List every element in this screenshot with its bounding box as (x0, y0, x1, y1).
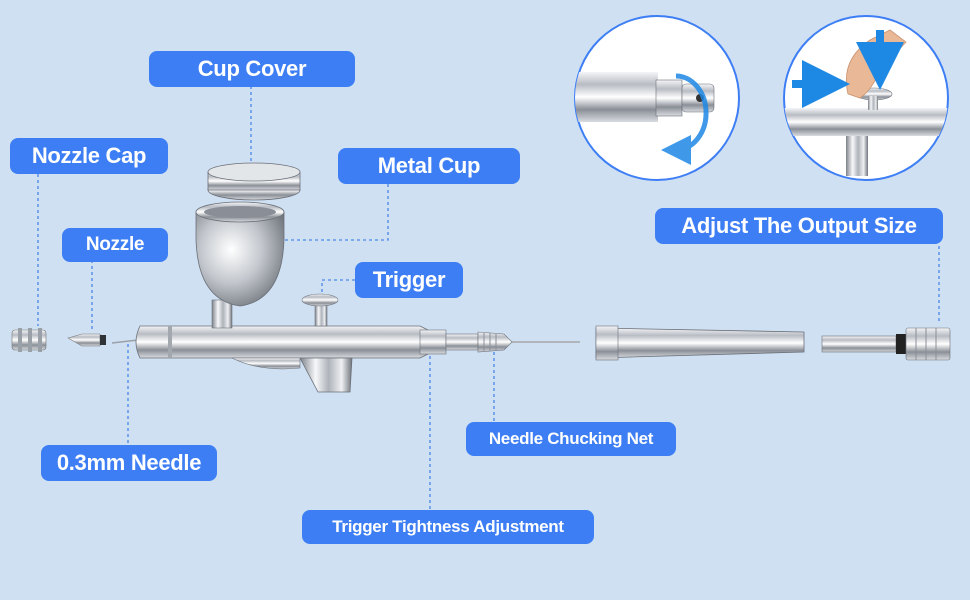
rotation-arrow-icon (661, 73, 709, 165)
leader-lines (37, 86, 940, 510)
label-adjust-output: Adjust The Output Size (655, 208, 943, 244)
nozzle-part (67, 333, 106, 347)
label-nozzle-cap: Nozzle Cap (10, 138, 168, 174)
label-trigger: Trigger (355, 262, 463, 298)
nozzle-cap-part (11, 328, 47, 352)
label-cup-cover: Cup Cover (149, 51, 355, 87)
label-needle-chucking-net: Needle Chucking Net (466, 422, 676, 456)
inset-rotation (574, 15, 740, 181)
inset-trigger-press (783, 15, 949, 181)
back-handle-part (595, 325, 805, 361)
metal-cup-part (195, 201, 285, 307)
needle-part (111, 339, 580, 344)
label-metal-cup: Metal Cup (338, 148, 520, 184)
label-trigger-tightness: Trigger Tightness Adjustment (302, 510, 594, 544)
airbrush-body (135, 293, 513, 393)
label-nozzle: Nozzle (62, 228, 168, 262)
output-adjuster-part (821, 327, 951, 361)
label-needle: 0.3mm Needle (41, 445, 217, 481)
cup-cover-part (207, 162, 301, 201)
